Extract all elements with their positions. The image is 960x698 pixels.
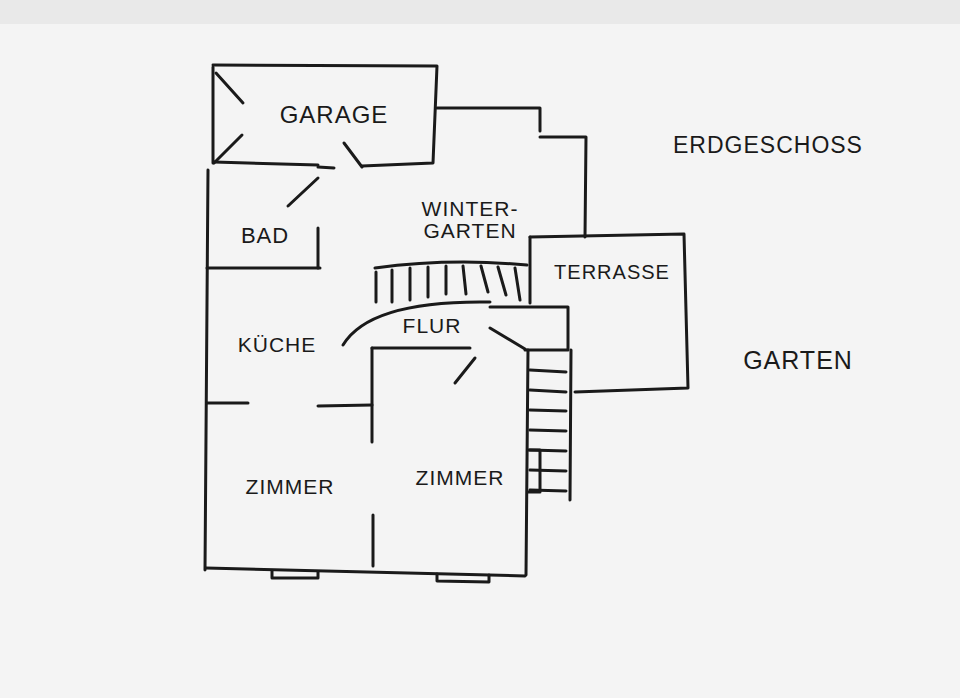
room-name: FLUR: [403, 315, 462, 337]
room-name: ZIMMER: [246, 476, 335, 498]
area-name: GARTEN: [743, 347, 853, 373]
room-name: KÜCHE: [238, 334, 317, 356]
room-name: TERRASSE: [554, 262, 670, 283]
floor-title: ERDGESCHOSS: [673, 133, 863, 157]
room-name: ZIMMER: [416, 467, 505, 489]
walls: [205, 65, 688, 582]
room-name: GARAGE: [280, 102, 389, 127]
room-name: WINTER- GARTEN: [422, 198, 519, 242]
scan-edge: [0, 0, 960, 24]
room-name: BAD: [241, 224, 289, 247]
